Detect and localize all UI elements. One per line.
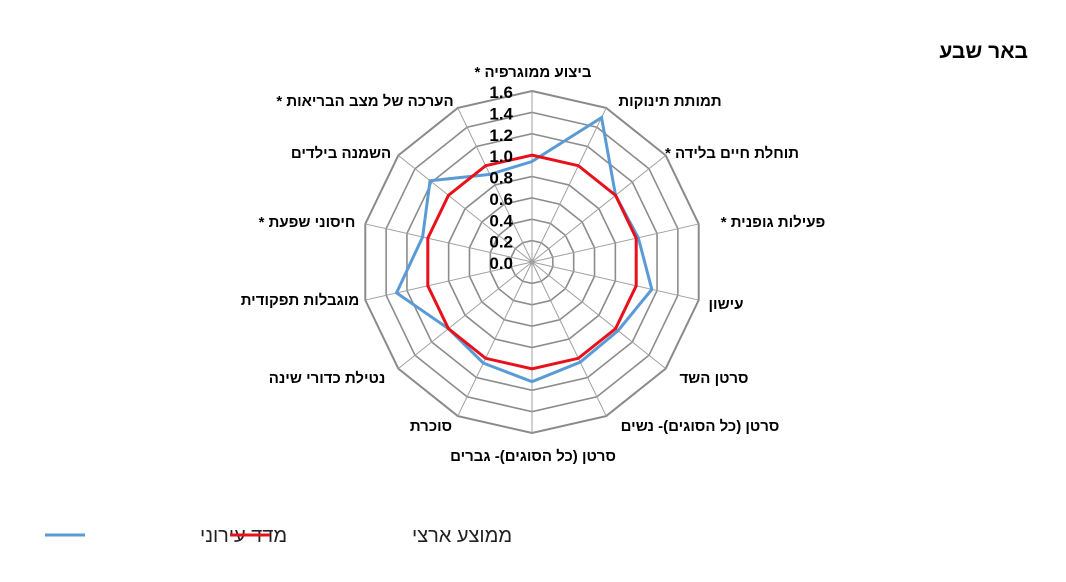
axis-label: עישון <box>709 296 744 313</box>
grid-spoke <box>397 154 533 263</box>
axis-label: סרטן (כל הסוגים)- נשים <box>621 418 780 435</box>
grid-spoke <box>531 154 667 263</box>
axis-label: פעילות גופנית * <box>721 214 826 231</box>
axis-label: מוגבלות תפקודית <box>241 292 360 309</box>
chart-title: באר שבע <box>939 40 1028 63</box>
axis-label: הערכה של מצב הבריאות * <box>276 93 453 110</box>
tick-label: 0.2 <box>489 233 513 252</box>
axis-label: תמותת תינוקות <box>618 93 721 110</box>
grid-spoke <box>531 261 607 417</box>
grid-spoke <box>531 261 699 301</box>
axis-label: ביצוע ממוגרפיה * <box>474 64 591 81</box>
tick-label: 1.0 <box>489 147 513 166</box>
grid-spoke <box>531 261 667 370</box>
tick-label: 1.2 <box>489 126 513 145</box>
axis-label: סוכרת <box>410 418 452 435</box>
axis-label: סרטן השד <box>679 370 748 387</box>
grid-spoke <box>397 261 533 370</box>
axis-label: השמנה בילדים <box>291 145 391 162</box>
axis-label: סרטן (כל הסוגים)- גברים <box>450 448 616 465</box>
grid-spoke <box>365 223 533 263</box>
tick-label: 0.6 <box>489 190 513 209</box>
grid-spoke <box>457 261 533 417</box>
grid-spoke <box>365 261 533 301</box>
axis-label: נטילת כדורי שינה <box>269 370 386 387</box>
axis-label: תוחלת חיים בלידה * <box>665 145 799 162</box>
tick-label: 1.4 <box>489 104 513 123</box>
grid-spoke <box>457 107 533 263</box>
tick-label: 0.0 <box>489 254 513 273</box>
grid-spoke <box>531 107 607 263</box>
axis-label: חיסוני שפעת * <box>259 214 356 231</box>
tick-label: 1.6 <box>489 83 513 102</box>
grid-spoke <box>531 223 699 263</box>
legend-label: ממוצע ארצי <box>412 525 512 547</box>
tick-label: 0.8 <box>489 169 513 188</box>
tick-label: 0.4 <box>489 211 513 230</box>
